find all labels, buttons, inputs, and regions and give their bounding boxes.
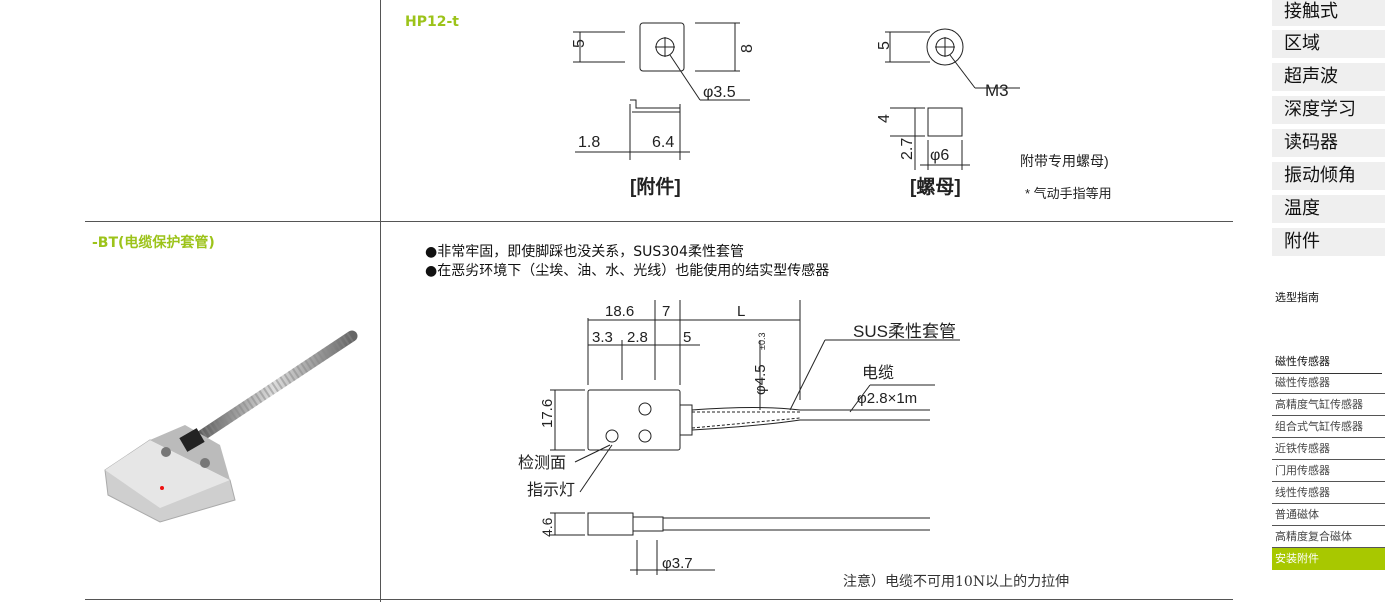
feature-list: ●非常牢固，即使脚踩也没关系，SUS304柔性套管 ●在恶劣环境下（尘埃、油、水… <box>425 243 829 281</box>
caption-nut: [螺母] <box>910 176 961 198</box>
dim-label: φ3.7 <box>662 555 693 572</box>
sidebar-item-accessories[interactable]: 附件 <box>1272 228 1385 256</box>
dim-label: 5 <box>876 41 893 50</box>
dim-label: L <box>737 303 745 320</box>
sidebar-subitem-active[interactable]: 安装附件 <box>1272 548 1385 570</box>
label-flex-tube: SUS柔性套管 <box>853 322 956 341</box>
row-divider <box>85 221 1233 222</box>
model-title-bt: -BT(电缆保护套管) <box>92 235 215 251</box>
dim-label: φ2.8×1m <box>857 390 917 407</box>
selection-guide-link[interactable]: 选型指南 <box>1275 291 1319 304</box>
dim-label: 4.6 <box>539 517 555 537</box>
caption-attachment: [附件] <box>630 175 681 198</box>
sidebar-subitem[interactable]: 普通磁体 <box>1272 504 1385 526</box>
dim-label: 3.3 <box>592 329 613 346</box>
dim-label: 1.8 <box>578 134 600 151</box>
dim-label: M3 <box>985 81 1009 100</box>
label-indicator: 指示灯 <box>527 481 575 499</box>
model-title-hp12t: HP12-t <box>405 14 459 30</box>
sidebar-subitem[interactable]: 组合式气缸传感器 <box>1272 416 1385 438</box>
dim-label: φ6 <box>930 147 949 164</box>
dim-label: 2.7 <box>899 138 916 160</box>
bt-sensor-drawing <box>550 300 960 575</box>
caution-note: 注意）电缆不可用10N以上的力拉伸 <box>843 574 1070 590</box>
sidebar-item-vibration[interactable]: 振动倾角 <box>1272 162 1385 190</box>
sensor-photo <box>104 330 358 523</box>
sidebar-group-title: 磁性传感器 <box>1272 353 1382 374</box>
nut-note: 附带专用螺母) <box>1020 153 1109 169</box>
dim-label: 5 <box>683 329 691 346</box>
sidebar-subitem[interactable]: 高精度复合磁体 <box>1272 526 1385 548</box>
sidebar-subitem[interactable]: 门用传感器 <box>1272 460 1385 482</box>
sidebar-subitem[interactable]: 近铁传感器 <box>1272 438 1385 460</box>
sidebar-subitem[interactable]: 磁性传感器 <box>1272 372 1385 394</box>
sidebar-item-area[interactable]: 区域 <box>1272 30 1385 58</box>
label-cable: 电缆 <box>862 364 894 382</box>
technical-drawings: 5 8 φ3.5 1.8 6.4 [附件] 5 M3 4 2.7 φ6 [螺母]… <box>104 22 1112 575</box>
dim-label: 8 <box>739 44 756 53</box>
attachment-drawing <box>573 22 750 160</box>
dim-label: 17.6 <box>539 399 556 428</box>
dim-label: 6.4 <box>652 134 674 151</box>
sidebar-item-deep-learning[interactable]: 深度学习 <box>1272 96 1385 124</box>
dim-label: φ3.5 <box>703 84 736 101</box>
sidebar-item-temperature[interactable]: 温度 <box>1272 195 1385 223</box>
feature-item: ●非常牢固，即使脚踩也没关系，SUS304柔性套管 <box>425 244 744 260</box>
dim-label: φ4.5 <box>752 364 769 395</box>
dim-label: 18.6 <box>605 303 634 320</box>
dim-label: 5 <box>571 39 588 48</box>
dim-label: ±0.3 <box>757 333 767 350</box>
dim-label: 4 <box>876 114 893 123</box>
dim-label: 2.8 <box>627 329 648 346</box>
label-detection-surface: 检测面 <box>518 454 566 472</box>
sidebar-item-code-reader[interactable]: 读码器 <box>1272 129 1385 157</box>
sidebar-subitem[interactable]: 高精度气缸传感器 <box>1272 394 1385 416</box>
feature-item: ●在恶劣环境下（尘埃、油、水、光线）也能使用的结实型传感器 <box>425 263 830 279</box>
sidebar-item-ultrasonic[interactable]: 超声波 <box>1272 63 1385 91</box>
column-divider <box>380 0 381 602</box>
sidebar-subitem[interactable]: 线性传感器 <box>1272 482 1385 504</box>
row-divider-bottom <box>85 599 1233 600</box>
sidebar-item-contact[interactable]: 接触式 <box>1272 0 1385 26</box>
nut-drawing <box>885 28 1020 170</box>
usage-note: * 气动手指等用 <box>1025 186 1112 201</box>
dim-label: 7 <box>662 303 670 320</box>
